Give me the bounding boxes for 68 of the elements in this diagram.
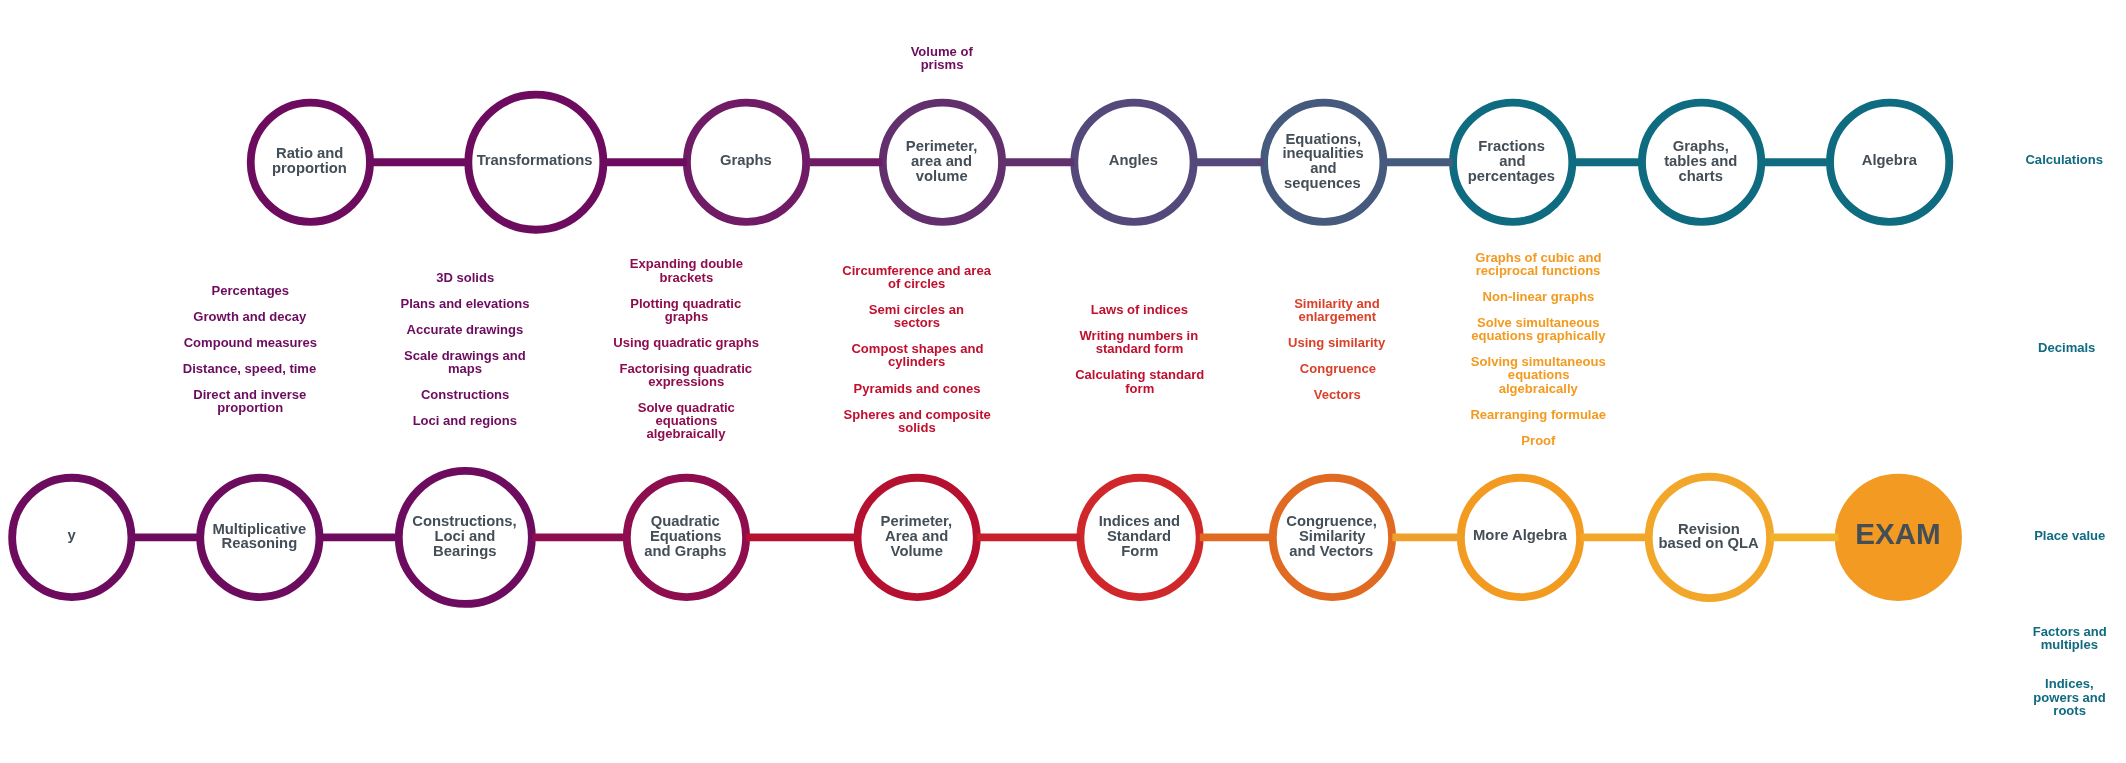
node-circle: Indices and Standard Form xyxy=(1076,473,1204,601)
node-label: Loci and regions xyxy=(412,412,518,428)
node-label: 3D solids xyxy=(436,269,495,284)
label: Volume of prisms xyxy=(910,43,973,72)
connector xyxy=(1002,157,1075,166)
node-label: Plotting quadratic graphs xyxy=(630,295,742,324)
label: Indices, powers and roots xyxy=(2033,675,2106,718)
node-circle: Perimeter, Area and Volume xyxy=(853,473,981,601)
connector xyxy=(532,533,627,541)
node-circle: Graphs, tables and charts xyxy=(1638,98,1766,226)
node-circle: Ratio and proportion xyxy=(246,98,374,226)
node-circle: Revision based on QLA xyxy=(1644,472,1775,602)
label: Calculations xyxy=(2025,151,2104,167)
connector xyxy=(1770,533,1839,541)
node-label: Laws of indices xyxy=(1090,301,1189,317)
node-label: Semi circles an sectors xyxy=(868,301,964,330)
connector xyxy=(1392,533,1461,541)
node-circle: More Algebra xyxy=(1456,473,1585,601)
node-label: Solve quadratic equations algebraically xyxy=(637,399,735,441)
node-label: Direct and inverse proportion xyxy=(193,386,307,415)
node-label: Similarity and enlargement xyxy=(1294,295,1380,324)
node-circle: y xyxy=(8,473,136,601)
connector xyxy=(806,157,883,166)
node-label: Compound measures xyxy=(183,334,318,350)
node-label: Distance, speed, time xyxy=(182,360,317,376)
node-label: Using quadratic graphs xyxy=(613,334,760,350)
node-label: Constructions xyxy=(420,386,510,402)
node-label: Vectors xyxy=(1313,386,1361,402)
node-label: Using similarity xyxy=(1288,334,1386,350)
node-circle: Fractions and percentages xyxy=(1449,98,1577,226)
connector xyxy=(370,157,469,166)
node-circle: Constructions, Loci and Bearings xyxy=(394,466,536,608)
node-label: Solving simultaneous equations algebraically xyxy=(1470,353,1606,395)
label: Factors and multiples xyxy=(2032,623,2107,652)
node-label: Rearranging formulae xyxy=(1470,406,1607,422)
node-circle: Graphs xyxy=(682,98,811,226)
node-label: Plans and elevations xyxy=(400,295,530,311)
node-label: Non-linear graphs xyxy=(1482,288,1595,304)
node-circle: EXAM xyxy=(1834,473,1962,601)
node-label: Circumference and area of circles xyxy=(842,262,991,291)
label: Decimals xyxy=(2038,339,2096,355)
node-label: Calculating standard form xyxy=(1075,366,1205,395)
node-label: Proof xyxy=(1521,432,1556,448)
node-circle: Perimeter, area and volume xyxy=(878,98,1006,226)
node-label: Graphs of cubic and reciprocal functions xyxy=(1475,249,1602,278)
node-circle: Congruence, Similarity and Vectors xyxy=(1268,473,1396,601)
node-circle: Quadratic Equations and Graphs xyxy=(622,473,750,601)
node-circle: Multiplicative Reasoning xyxy=(196,473,324,601)
node-label: Scale drawings and maps xyxy=(403,347,526,376)
connector xyxy=(1761,157,1830,166)
node-label: Congruence xyxy=(1299,360,1376,376)
node-label: Compost shapes and cylinders xyxy=(851,340,984,369)
node-label: Percentages xyxy=(211,282,290,298)
node-label: Growth and decay xyxy=(193,308,307,324)
node-label: Accurate drawings xyxy=(406,321,524,337)
node-label: Factorising quadratic expressions xyxy=(619,360,753,389)
node-label: Spheres and composite solids xyxy=(843,406,991,435)
connector xyxy=(976,533,1081,541)
node-label: Writing numbers in standard form xyxy=(1079,327,1199,356)
label: Place value xyxy=(2034,527,2106,543)
node-label: Solve simultaneous equations graphically xyxy=(1471,314,1606,343)
node-label: Pyramids and cones xyxy=(853,380,981,395)
node-circle: Algebra xyxy=(1826,98,1954,226)
node-circle: Angles xyxy=(1070,98,1198,226)
node-label: Expanding double brackets xyxy=(629,255,743,284)
connector xyxy=(1572,157,1642,166)
node-circle: Transformations xyxy=(464,90,608,234)
node-circle: Equations, inequalities and sequences xyxy=(1260,98,1388,226)
